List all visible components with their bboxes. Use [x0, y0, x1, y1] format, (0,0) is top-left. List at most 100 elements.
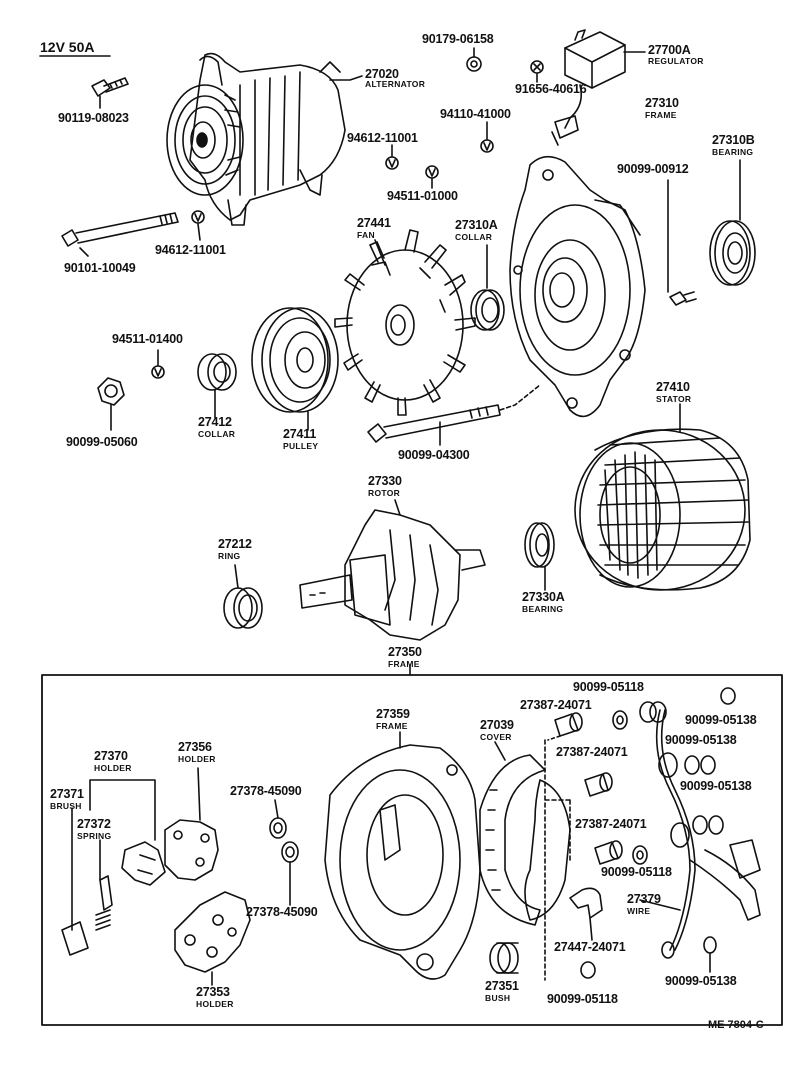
clamp-drawing [569, 887, 603, 941]
part-27387-c: 27387-24071 [575, 817, 647, 831]
part-27359: 27359 [376, 707, 410, 721]
part-05138-a: 90099-05138 [685, 713, 757, 727]
bearing-27330a-drawing [524, 522, 555, 591]
part-27310: 27310 [645, 96, 679, 110]
part-90099-00912: 90099-00912 [617, 162, 689, 176]
part-27310A-name: COLLAR [455, 232, 493, 242]
nut-90099-05060-drawing [97, 377, 125, 431]
stator-drawing [574, 403, 751, 591]
part-94612-b: 94612-11001 [155, 243, 226, 257]
regulator-drawing [551, 29, 626, 146]
part-27330: 27330 [368, 474, 402, 488]
fan-drawing [334, 229, 476, 416]
part-90119: 90119-08023 [58, 111, 129, 125]
part-90179: 90179-06158 [422, 32, 494, 46]
part-27356-name: HOLDER [178, 754, 216, 764]
part-90099-04300: 90099-04300 [398, 448, 470, 462]
part-27379: 27379 [627, 892, 661, 906]
part-27447: 27447-24071 [554, 940, 626, 954]
part-27378-b: 27378-45090 [246, 905, 318, 919]
part-27387-b: 27387-24071 [556, 745, 628, 759]
part-27412: 27412 [198, 415, 232, 429]
part-27212-name: RING [218, 551, 241, 561]
rear-frame-drawing [324, 731, 481, 980]
part-27212: 27212 [218, 537, 252, 551]
part-90101: 90101-10049 [64, 261, 136, 275]
holder-27353-drawing [174, 891, 251, 986]
rotor-drawing [299, 499, 486, 641]
part-05138-b: 90099-05138 [665, 733, 737, 747]
small-fasteners-top [151, 47, 544, 379]
part-27441-name: FAN [357, 230, 375, 240]
part-94612-a: 94612-11001 [347, 131, 418, 145]
bolt-90099-04300-drawing [367, 384, 541, 446]
part-27310B: 27310B [712, 133, 755, 147]
ring-drawing [223, 564, 263, 629]
alternator-assembly-drawing [166, 52, 346, 226]
insulators-drawing [269, 799, 299, 906]
part-27353: 27353 [196, 985, 230, 999]
part-27039-name: COVER [480, 732, 512, 742]
rear-frame-assembly-box [41, 674, 783, 1026]
part-27370: 27370 [94, 749, 128, 763]
part-27350: 27350 [388, 645, 422, 659]
part-27350-name: FRAME [388, 659, 420, 669]
bearing-27310b-drawing [709, 159, 756, 286]
drive-end-frame-drawing [509, 155, 646, 418]
part-91656: 91656-40616 [515, 82, 587, 96]
part-90099-05060: 90099-05060 [66, 435, 138, 449]
part-27039: 27039 [480, 718, 514, 732]
part-05138-d: 90099-05138 [665, 974, 737, 988]
part-27410-name: STATOR [656, 394, 692, 404]
part-27411-name: PULLEY [283, 441, 319, 451]
part-27359-name: FRAME [376, 721, 408, 731]
part-27371: 27371 [50, 787, 84, 801]
part-27700A: 27700A [648, 43, 691, 57]
part-27020-name: ALTERNATOR [365, 79, 426, 89]
part-27412-name: COLLAR [198, 429, 236, 439]
part-05118-c: 90099-05118 [547, 992, 618, 1006]
collar-27310a-drawing [470, 244, 505, 331]
reference-code: ME 7804-C [708, 1019, 764, 1031]
part-27353-name: HOLDER [196, 999, 234, 1009]
part-27411: 27411 [283, 427, 317, 441]
part-27330-name: ROTOR [368, 488, 401, 498]
part-27387-a: 27387-24071 [520, 698, 592, 712]
part-27372-name: SPRING [77, 831, 112, 841]
brush-holder-27356-drawing [164, 767, 219, 881]
part-27310-name: FRAME [645, 110, 677, 120]
part-05118-a: 90099-05118 [573, 680, 644, 694]
bush-drawing [489, 942, 519, 974]
part-27020: 27020 [365, 67, 399, 81]
part-94110: 94110-41000 [440, 107, 511, 121]
cover-drawing [479, 741, 571, 926]
part-27310A: 27310A [455, 218, 498, 232]
spec-label: 12V 50A [40, 39, 95, 55]
part-27371-name: BRUSH [50, 801, 82, 811]
part-27351: 27351 [485, 979, 519, 993]
screw-90099-00912-drawing [667, 179, 697, 306]
small-nuts-lower [580, 687, 736, 979]
through-bolt-drawing [61, 212, 179, 257]
wire-harness-drawing [639, 709, 761, 951]
studs-drawing [544, 712, 623, 981]
part-27351-name: BUSH [485, 993, 511, 1003]
bolt-90119-drawing [91, 77, 129, 109]
part-27378-a: 27378-45090 [230, 784, 302, 798]
part-94511-a: 94511-01000 [387, 189, 458, 203]
part-27310B-name: BEARING [712, 147, 754, 157]
part-27372: 27372 [77, 817, 111, 831]
part-27379-name: WIRE [627, 906, 651, 916]
brush-holder-27370-drawing [61, 779, 166, 956]
pulley-drawing [251, 307, 339, 431]
part-27441: 27441 [357, 216, 391, 230]
part-27410: 27410 [656, 380, 690, 394]
part-94511-b: 94511-01400 [112, 332, 183, 346]
part-27330A-name: BEARING [522, 604, 564, 614]
part-27370-name: HOLDER [94, 763, 132, 773]
collar-27412-drawing [197, 353, 237, 419]
part-27330A: 27330A [522, 590, 565, 604]
part-27356: 27356 [178, 740, 212, 754]
